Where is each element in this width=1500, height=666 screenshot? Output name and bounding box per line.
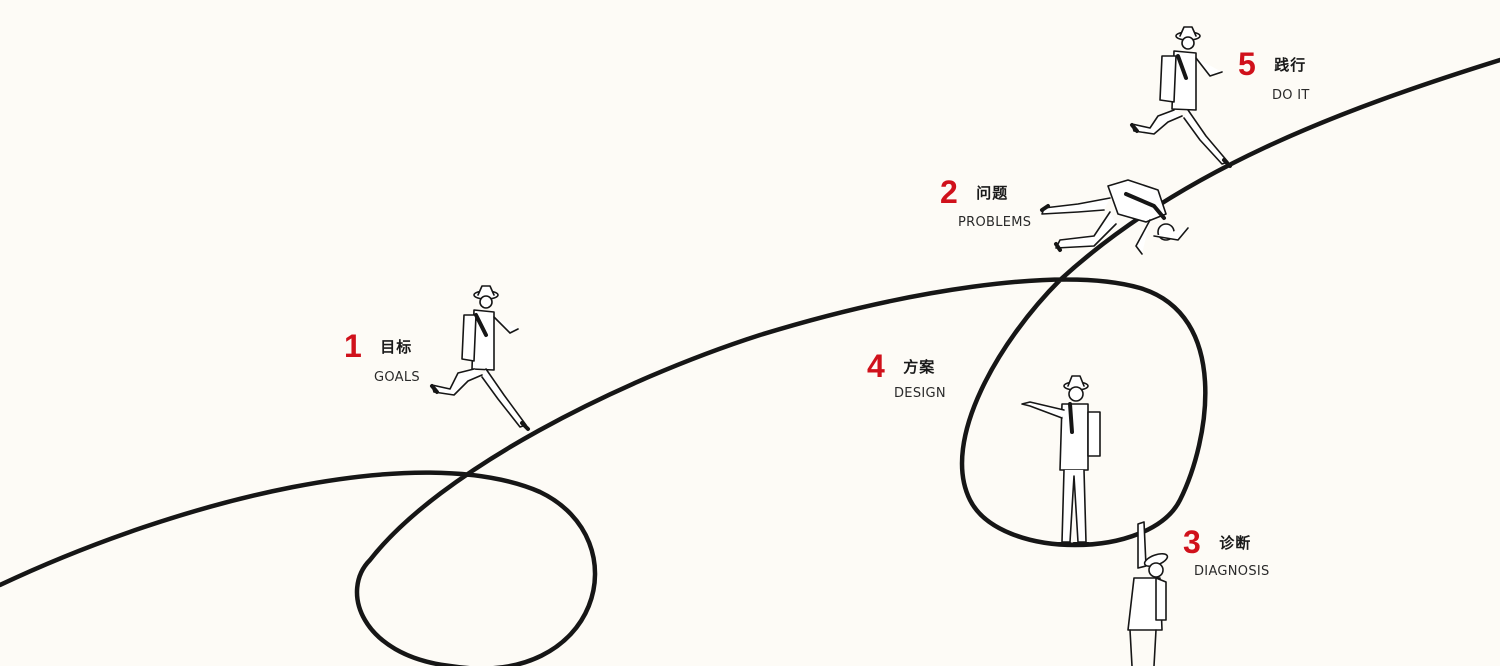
step-number: 2 [940,174,958,210]
step-title-zh: 诊断 [1219,533,1252,552]
running-person-icon [1130,26,1232,168]
step-title-zh: 方案 [903,357,936,376]
step-title-zh: 问题 [976,183,1009,202]
running-person-icon [430,285,530,431]
journey-path [0,57,1500,666]
step-title-zh: 践行 [1274,55,1307,74]
step-title-en: DO IT [1272,88,1310,103]
step-number: 5 [1238,46,1256,82]
step-title-en: GOALS [374,370,420,385]
step-5-label: 5 践行 DO IT [1238,46,1309,103]
step-title-en: PROBLEMS [958,215,1032,230]
step-1-label: 1 目标 GOALS [344,328,420,385]
step-4-label: 4 方案 DESIGN [867,348,946,401]
climbing-person-icon [1127,521,1169,666]
step-2-label: 2 问题 PROBLEMS [940,174,1031,230]
step-3-label: 3 诊断 DIAGNOSIS [1183,524,1269,579]
step-title-en: DIAGNOSIS [1194,564,1270,579]
step-title-zh: 目标 [380,337,413,356]
step-number: 4 [867,348,885,384]
step-title-en: DESIGN [894,386,946,401]
pointing-person-icon [1021,375,1101,546]
step-number: 1 [344,328,362,364]
falling-person-icon [1040,179,1189,255]
step-number: 3 [1183,524,1201,560]
